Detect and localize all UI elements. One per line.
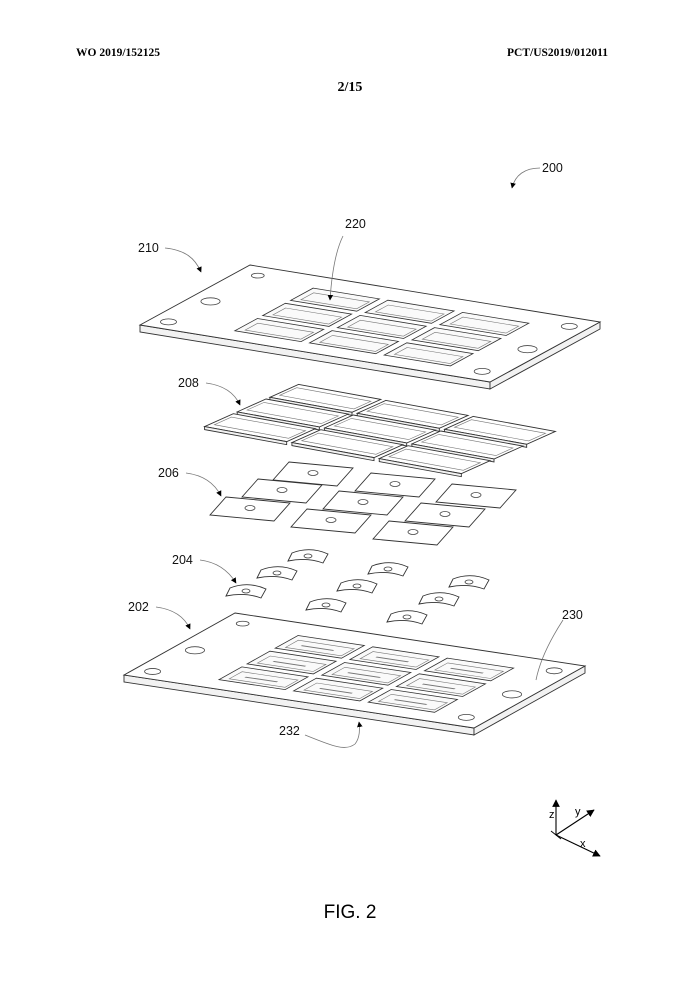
curved-element xyxy=(367,562,409,577)
x-axis-label: x xyxy=(580,838,586,850)
pad xyxy=(241,478,323,504)
top-plate-cavity xyxy=(233,318,325,343)
curved-element xyxy=(386,610,428,625)
frame-cell xyxy=(203,413,317,446)
ref-206: 206 xyxy=(158,466,179,480)
sheet-number: 2/15 xyxy=(337,80,363,95)
ref-202: 202 xyxy=(128,600,149,614)
bottom-plate-cavity xyxy=(245,650,338,675)
pad-layer-206 xyxy=(209,461,517,546)
pad xyxy=(404,502,486,528)
leader-204 xyxy=(199,559,237,584)
top-plate-cavity xyxy=(438,311,531,336)
top-plate-cavity xyxy=(308,330,400,355)
bottom-plate-cavity xyxy=(273,635,366,659)
curved-element xyxy=(336,579,378,594)
leader-208 xyxy=(205,382,241,406)
label-202: 202 xyxy=(128,600,191,630)
bottom-plate-cavity xyxy=(367,689,459,713)
ref-232: 232 xyxy=(279,724,300,738)
curved-element xyxy=(448,575,490,590)
application-number: PCT/US2019/012011 xyxy=(507,47,608,59)
pad xyxy=(290,508,372,534)
y-axis-label: y xyxy=(575,806,581,818)
label-206: 206 xyxy=(158,466,222,497)
top-plate-mount-hole xyxy=(250,272,265,279)
label-200: 200 xyxy=(510,161,563,189)
bottom-plate-cavity xyxy=(348,646,441,670)
top-plate-mount-hole xyxy=(517,345,538,354)
bottom-plate-cavity xyxy=(217,666,310,691)
leader-202 xyxy=(155,606,191,630)
top-plate-cavity xyxy=(363,299,456,324)
bottom-plate-cavity xyxy=(320,662,413,686)
top-plate-210 xyxy=(138,264,602,390)
top-plate-mount-hole xyxy=(160,318,177,326)
top-plate-cavity xyxy=(289,287,381,312)
pad xyxy=(322,490,404,516)
pad xyxy=(354,472,436,498)
leader-220 xyxy=(327,235,344,301)
pad xyxy=(372,520,454,546)
top-plate-cavity xyxy=(336,314,428,339)
bottom-plate-mount-hole xyxy=(235,620,250,627)
leader-206 xyxy=(185,472,222,497)
frame-layer-208 xyxy=(203,383,557,478)
ref-204: 204 xyxy=(172,553,193,567)
leader-230 xyxy=(535,619,564,681)
z-axis-label: z xyxy=(549,809,555,821)
curved-element xyxy=(418,592,460,607)
top-plate-mount-hole xyxy=(473,367,491,375)
leader-200 xyxy=(510,167,541,189)
bottom-plate-cavity xyxy=(395,673,487,697)
ref-210: 210 xyxy=(138,241,159,255)
frame-cell xyxy=(377,445,492,478)
pad xyxy=(272,461,354,487)
x-axis-arrow xyxy=(555,834,601,857)
bottom-plate-mount-hole xyxy=(501,690,522,699)
y-axis-arrow xyxy=(555,809,595,836)
axis-triad: z y x xyxy=(549,799,601,857)
bottom-plate-cavity xyxy=(292,677,384,702)
bottom-plate-mount-hole xyxy=(184,646,205,655)
curved-element xyxy=(256,566,298,581)
ref-208: 208 xyxy=(178,376,199,390)
label-232: 232 xyxy=(279,721,363,748)
curved-element xyxy=(305,598,347,613)
label-204: 204 xyxy=(172,553,237,584)
leader-210 xyxy=(164,247,202,273)
top-plate-mount-hole xyxy=(200,297,221,306)
figure-caption: FIG. 2 xyxy=(324,902,377,923)
label-210: 210 xyxy=(138,241,202,273)
top-plate-mount-hole xyxy=(560,322,578,330)
bottom-plate-mount-hole xyxy=(545,667,563,675)
pad xyxy=(435,483,517,509)
leader-232 xyxy=(304,721,363,748)
top-plate-cavity xyxy=(382,342,475,367)
origin-mark xyxy=(550,830,562,840)
pad xyxy=(209,496,291,522)
bottom-plate-202 xyxy=(122,612,587,736)
ref-230: 230 xyxy=(562,608,583,622)
label-208: 208 xyxy=(178,376,241,406)
curved-element xyxy=(225,584,267,599)
top-plate-cavity xyxy=(261,302,353,327)
bottom-plate-mount-hole xyxy=(457,713,475,721)
curved-element xyxy=(287,549,329,564)
bottom-plate-cavity xyxy=(423,657,515,682)
frame-cell xyxy=(290,429,405,462)
label-230: 230 xyxy=(535,608,583,681)
label-220: 220 xyxy=(327,217,366,301)
top-plate-cavity xyxy=(410,327,503,352)
curved-elements-204 xyxy=(225,549,490,625)
bottom-plate-mount-hole xyxy=(144,668,162,675)
ref-220: 220 xyxy=(345,217,366,231)
publication-number: WO 2019/152125 xyxy=(76,47,161,59)
ref-200: 200 xyxy=(542,161,563,175)
